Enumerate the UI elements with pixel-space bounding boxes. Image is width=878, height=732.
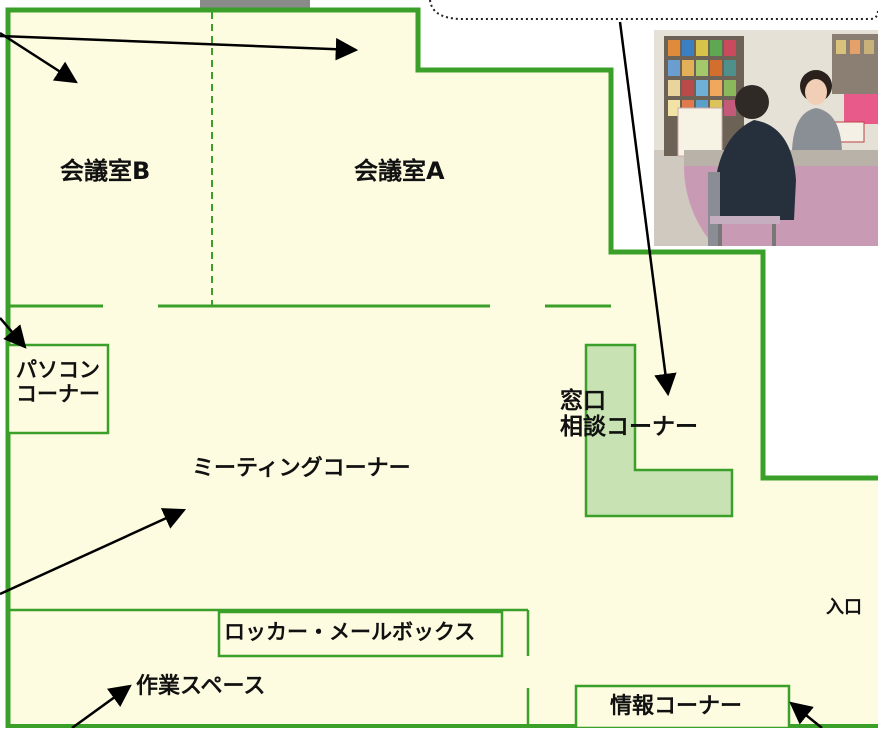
arrow-work-space (71, 684, 132, 730)
arrow-pc-corner (0, 317, 27, 349)
callout-border (429, 0, 878, 20)
work-space-label: 作業スペース (136, 674, 266, 699)
arrow-room-b (0, 31, 78, 84)
arrow-info-corner (789, 701, 823, 729)
info-corner-label: 情報コーナー (610, 694, 743, 719)
pc-corner-label: パソコン コーナー (16, 358, 100, 406)
pc-corner-box (6, 343, 110, 435)
pc-corner-line2: コーナー (16, 382, 100, 407)
locker-box (217, 610, 504, 658)
locker-mailbox-label: ロッカー・メールボックス (224, 620, 476, 644)
floor-area (8, 10, 878, 728)
arrow-room-a (0, 34, 359, 61)
info-corner-box (574, 684, 791, 730)
pc-corner-line1: パソコン (16, 358, 100, 382)
outer-wall (5, 7, 878, 728)
arrow-counter (618, 21, 677, 397)
counter-line1: 窓口 (560, 388, 606, 414)
arrow-meeting-corner (0, 508, 187, 596)
entrance-label: 入口 (826, 597, 862, 618)
counter-label: 窓口 相談コーナー (560, 388, 698, 441)
room-b-label: 会議室B (60, 157, 151, 185)
meeting-corner-label: ミーティングコーナー (192, 456, 411, 481)
counter-shape (584, 343, 734, 518)
room-a-label: 会議室A (354, 157, 445, 185)
consultation-photo (654, 30, 878, 246)
counter-line2: 相談コーナー (560, 414, 698, 441)
